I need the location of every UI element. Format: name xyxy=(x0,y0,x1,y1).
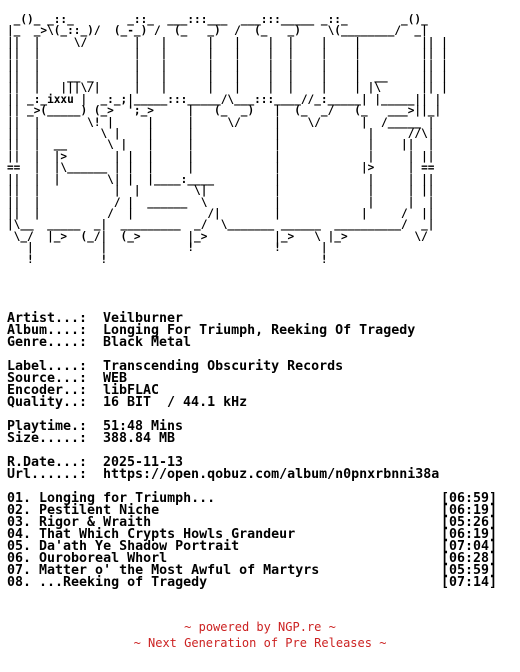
label-value: Transcending Obscurity Records xyxy=(103,359,344,374)
size-row: Size.....: 388.84 MB xyxy=(7,431,176,446)
track-row: 07. Matter o' the Most Awful of Martyrs [… xyxy=(7,563,497,578)
artist-label: Artist...: xyxy=(7,311,88,326)
album-label: Album....: xyxy=(7,323,88,338)
genre-value: Black Metal xyxy=(103,335,192,350)
artist-row: Artist...: Veilburner xyxy=(7,311,184,326)
track-time: [07:04] xyxy=(440,539,497,554)
track-title: 07. Matter o' the Most Awful of Martyrs xyxy=(7,563,320,578)
track-title: 06. Ouroboreal Whorl xyxy=(7,551,168,566)
release-date-value: 2025-11-13 xyxy=(103,455,184,470)
track-row: 05. Da'ath Ye Shadow Portrait [07:04] xyxy=(7,539,497,554)
url-row: Url......: https://open.qobuz.com/album/n… xyxy=(7,467,440,482)
quality-label: Quality..: xyxy=(7,395,88,410)
encoder-label: Encoder..: xyxy=(7,383,88,398)
source-value: WEB xyxy=(103,371,128,386)
release-date-row: R.Date...: 2025-11-13 xyxy=(7,455,184,470)
track-title: 05. Da'ath Ye Shadow Portrait xyxy=(7,539,240,554)
release-date-label: R.Date...: xyxy=(7,455,88,470)
track-time: [06:28] xyxy=(440,551,497,566)
genre-label: Genre....: xyxy=(7,335,88,350)
track-row: 06. Ouroboreal Whorl [06:28] xyxy=(7,551,497,566)
encoder-row: Encoder..: libFLAC xyxy=(7,383,160,398)
url-value[interactable]: https://open.qobuz.com/album/n0pnxrbnni3… xyxy=(103,467,440,482)
footer-tagline: ~ Next Generation of Pre Releases ~ xyxy=(133,636,387,650)
size-label: Size.....: xyxy=(7,431,88,446)
track-time: [05:26] xyxy=(440,515,497,530)
track-time: [07:14] xyxy=(440,575,497,590)
album-value: Longing For Triumph, Reeking Of Tragedy xyxy=(103,323,416,338)
track-title: 08. ...Reeking of Tragedy xyxy=(7,575,208,590)
track-title: 04. That Which Crypts Howls Grandeur xyxy=(7,527,296,542)
track-time: [05:59] xyxy=(440,563,497,578)
label-row: Label....: Transcending Obscurity Records xyxy=(7,359,344,374)
quality-row: Quality..: 16 BIT / 44.1 kHz xyxy=(7,395,248,410)
artist-value: Veilburner xyxy=(103,311,184,326)
track-time: [06:19] xyxy=(440,503,497,518)
track-time: [06:59] xyxy=(440,491,497,506)
source-label: Source...: xyxy=(7,371,88,386)
genre-row: Genre....: Black Metal xyxy=(7,335,192,350)
playtime-row: Playtime.: 51:48 Mins xyxy=(7,419,184,434)
track-row: 02. Pestilent Niche [06:19] xyxy=(7,503,497,518)
ascii-art-banner: _()_ _::_ _::_ ___:::___ ___:::_____ _::… xyxy=(7,13,448,266)
source-row: Source...: WEB xyxy=(7,371,128,386)
track-title: 01. Longing for Triumph... xyxy=(7,491,216,506)
album-row: Album....: Longing For Triumph, Reeking O… xyxy=(7,323,416,338)
track-title: 03. Rigor & Wraith xyxy=(7,515,152,530)
label-label: Label....: xyxy=(7,359,88,374)
footer-powered-by[interactable]: ~ powered by NGP.re ~ xyxy=(184,620,336,634)
size-value: 388.84 MB xyxy=(103,431,176,446)
track-time: [06:19] xyxy=(440,527,497,542)
track-row: 01. Longing for Triumph... [06:59] xyxy=(7,491,497,506)
playtime-value: 51:48 Mins xyxy=(103,419,184,434)
track-row: 03. Rigor & Wraith [05:26] xyxy=(7,515,497,530)
quality-value: 16 BIT / 44.1 kHz xyxy=(103,395,248,410)
track-row: 04. That Which Crypts Howls Grandeur [06:… xyxy=(7,527,497,542)
url-label: Url......: xyxy=(7,467,88,482)
encoder-value: libFLAC xyxy=(103,383,160,398)
track-row: 08. ...Reeking of Tragedy [07:14] xyxy=(7,575,497,590)
playtime-label: Playtime.: xyxy=(7,419,88,434)
track-title: 02. Pestilent Niche xyxy=(7,503,160,518)
